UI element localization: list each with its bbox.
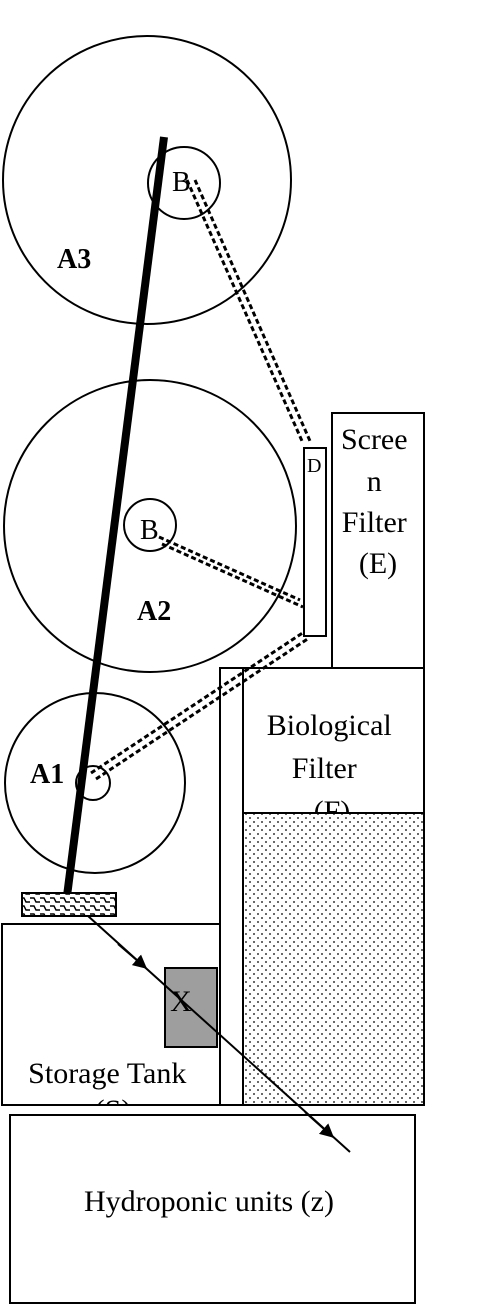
- flow-arrow-lower: [304, 1111, 335, 1138]
- inlet-b-upper-label: B: [172, 167, 191, 198]
- return-lines: [90, 179, 312, 781]
- tank-a2-circle: [3, 379, 297, 673]
- tank-a1-outlet: [75, 765, 111, 801]
- overflow-pipe-d-label: D: [307, 455, 321, 477]
- tank-a3-circle: [2, 35, 292, 325]
- overflow-pipe-d: [303, 447, 327, 637]
- tank-a2-label: A2: [137, 596, 171, 627]
- pump-x-label: X: [170, 985, 192, 1018]
- tank-a3-label: A3: [57, 244, 91, 275]
- hydroponic-units-label: Hydroponic units (z): [84, 1185, 334, 1218]
- storage-tank-label: Storage Tank (S): [28, 1057, 194, 1127]
- inlet-b-middle-label: B: [140, 515, 159, 546]
- tank-a1-label: A1: [30, 759, 64, 790]
- hydroponic-units-box: [9, 1114, 416, 1304]
- inlet-b-upper-circle: [147, 146, 221, 220]
- bio-filter-label: Biological Filter (F): [267, 709, 399, 828]
- storage-tank-box: [1, 923, 221, 1106]
- sump-grid-block: [21, 892, 117, 917]
- flow-arrow-upper: [117, 943, 148, 969]
- main-riser-pipe: [63, 136, 168, 897]
- screen-filter-label: Scree n Filter (E): [341, 423, 415, 580]
- bio-filter-media: [242, 812, 425, 1106]
